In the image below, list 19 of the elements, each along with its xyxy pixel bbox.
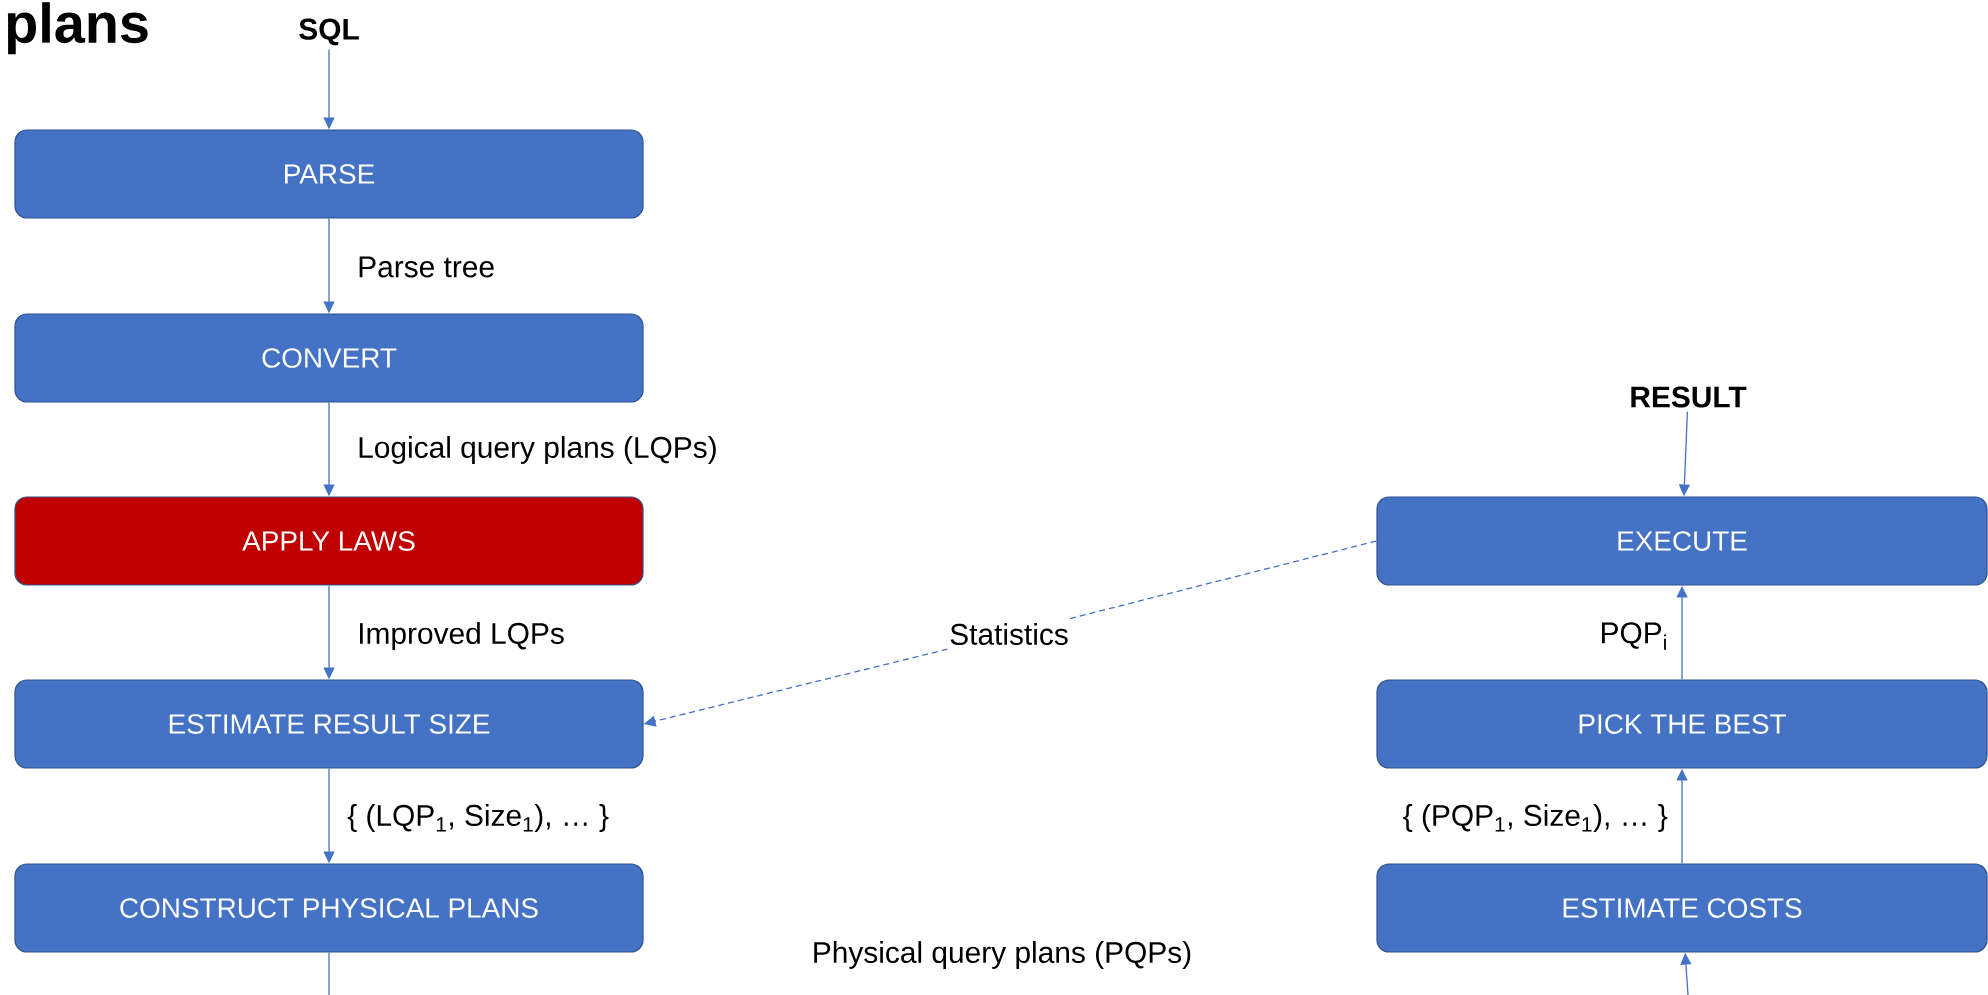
edge-label: Logical query plans (LQPs) (359, 436, 716, 464)
edge-label: Parse tree (359, 256, 494, 278)
label-text: Statistics (950, 623, 1068, 645)
edge-label: { (LQP$_{1}$, Size$_{1}$), … } (347, 804, 609, 832)
process-box: CONVERT (14, 313, 644, 403)
edge-label: { (PQP$_{1}$, Size$_{1}$), … } (1403, 804, 1668, 832)
process-box: CONSTRUCT PHYSICAL PLANS (14, 863, 644, 953)
heading: plans (7, 2, 148, 55)
edge-label: Improved LQPs (359, 622, 564, 650)
label-text: RESULT (1631, 386, 1747, 408)
edge-label: PQP$_{i}$ (1602, 622, 1666, 650)
process-box: ESTIMATE COSTS (1376, 863, 1988, 953)
process-box: PICK THE BEST (1376, 679, 1988, 769)
process-box: APPLY LAWS (14, 496, 644, 586)
process-box: EXECUTE (1376, 496, 1988, 586)
label-text: Physical query plans (PQPs) (814, 941, 1191, 969)
process-box: PARSE (14, 129, 644, 219)
process-box: ESTIMATE RESULT SIZE (14, 679, 644, 769)
label-text: SQL (299, 18, 359, 46)
